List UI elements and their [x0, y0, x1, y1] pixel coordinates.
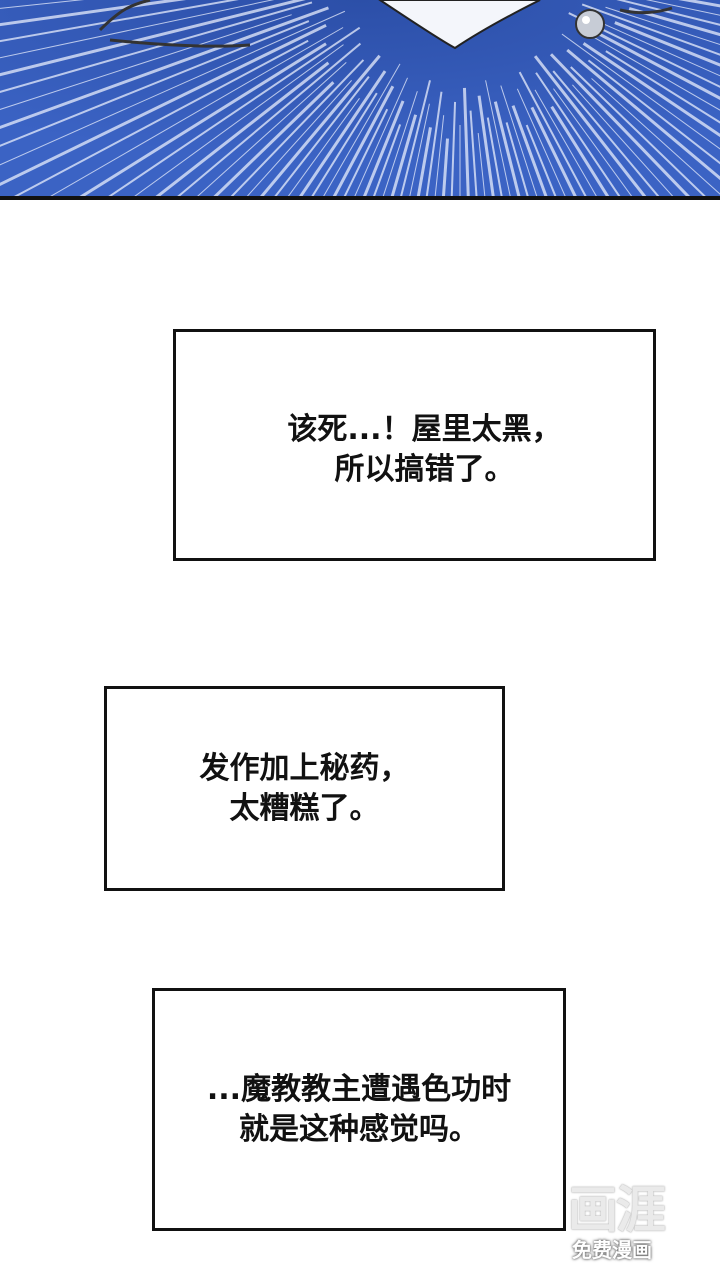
- cord-line-2: [98, 0, 151, 32]
- speed-line: [0, 10, 346, 166]
- caption-3-line-1: ...魔教教主遭遇色功时: [206, 1071, 512, 1107]
- speed-line: [530, 106, 577, 196]
- speed-line: [230, 59, 365, 196]
- caption-3-line-2: 就是这种感觉吗。: [238, 1111, 479, 1147]
- speed-line: [591, 78, 720, 195]
- speed-line: [582, 42, 720, 138]
- speed-line: [570, 66, 706, 196]
- speed-line: [645, 0, 720, 16]
- speed-line: [213, 81, 335, 196]
- speed-line: [462, 87, 470, 196]
- speed-line: [323, 63, 401, 196]
- speed-line: [0, 6, 329, 130]
- speed-line: [500, 85, 538, 196]
- speed-line: [0, 0, 85, 9]
- speed-line: [425, 91, 443, 196]
- speed-line: [568, 12, 720, 88]
- speed-line: [287, 98, 360, 196]
- speed-line: [343, 108, 389, 196]
- speed-line: [535, 72, 621, 196]
- speed-line: [0, 0, 187, 27]
- speed-lines-artwork: [0, 0, 720, 196]
- speed-line: [485, 80, 511, 196]
- watermark-subtitle: 免费漫画: [572, 1238, 652, 1262]
- speed-line: [0, 0, 306, 77]
- speed-line: [177, 42, 362, 196]
- speed-line: [598, 32, 720, 100]
- speed-line: [382, 91, 418, 196]
- speed-line: [511, 105, 548, 196]
- speed-line: [581, 3, 720, 56]
- speed-line: [155, 61, 330, 196]
- top-comic-panel: [0, 0, 720, 200]
- speed-line: [79, 42, 327, 196]
- caption-box-1: 该死...！屋里太黑， 所以搞错了。: [173, 329, 656, 561]
- speed-line: [534, 89, 597, 196]
- caption-box-3: ...魔教教主遭遇色功时 就是这种感觉吗。: [152, 988, 566, 1231]
- speed-line: [363, 100, 405, 196]
- speed-line: [533, 55, 647, 196]
- speed-line: [0, 0, 275, 59]
- speed-line: [108, 26, 361, 196]
- speed-line: [553, 88, 633, 196]
- speed-line: [616, 0, 720, 26]
- cord-line-3: [619, 6, 673, 15]
- speed-line: [614, 21, 720, 67]
- cord-line: [109, 38, 251, 48]
- speed-line: [14, 39, 309, 196]
- speed-line: [274, 76, 370, 196]
- speed-line: [299, 70, 387, 196]
- speed-line: [587, 59, 720, 165]
- watermark-logo: 画涯: [568, 1181, 666, 1239]
- caption-2-line-1: 发作加上秘药，: [199, 750, 410, 786]
- speed-line: [552, 70, 660, 196]
- speed-line: [516, 88, 566, 196]
- speed-line: [477, 95, 495, 196]
- speed-line: [591, 18, 720, 77]
- speed-line: [0, 14, 292, 110]
- speed-line: [493, 101, 521, 196]
- speed-line: [0, 20, 310, 147]
- caption-box-2: 发作加上秘药， 太糟糕了。: [104, 686, 505, 891]
- speed-line: [605, 50, 720, 124]
- caption-1-line-2: 所以搞错了。: [334, 452, 515, 487]
- speed-line: [332, 85, 395, 196]
- speed-line: [561, 33, 720, 150]
- speed-line: [605, 6, 720, 46]
- speed-line: [0, 23, 327, 187]
- pearl-bead: [575, 9, 605, 39]
- caption-2-line-2: 太糟糕了。: [229, 790, 380, 826]
- speed-line: [566, 48, 720, 181]
- speed-line: [518, 71, 587, 196]
- collar-shape: [378, 0, 541, 50]
- speed-line: [134, 44, 344, 196]
- speed-line: [0, 1, 313, 93]
- speed-line: [260, 54, 381, 196]
- speed-line: [0, 0, 239, 43]
- speed-line: [246, 80, 352, 196]
- speed-line: [576, 27, 720, 111]
- speed-line: [450, 101, 457, 196]
- speed-line: [400, 80, 431, 196]
- speed-line: [50, 27, 344, 196]
- speed-line: [354, 77, 408, 196]
- speed-line: [550, 105, 610, 196]
- watermark: 画涯 免费漫画: [560, 1162, 720, 1273]
- speed-line: [311, 92, 378, 196]
- speed-line: [409, 103, 430, 196]
- caption-1-line-1: 该死...！屋里太黑，: [287, 412, 562, 447]
- speed-line: [549, 53, 690, 196]
- speed-line: [197, 62, 347, 196]
- speed-line: [628, 7, 720, 37]
- speed-line: [572, 84, 674, 196]
